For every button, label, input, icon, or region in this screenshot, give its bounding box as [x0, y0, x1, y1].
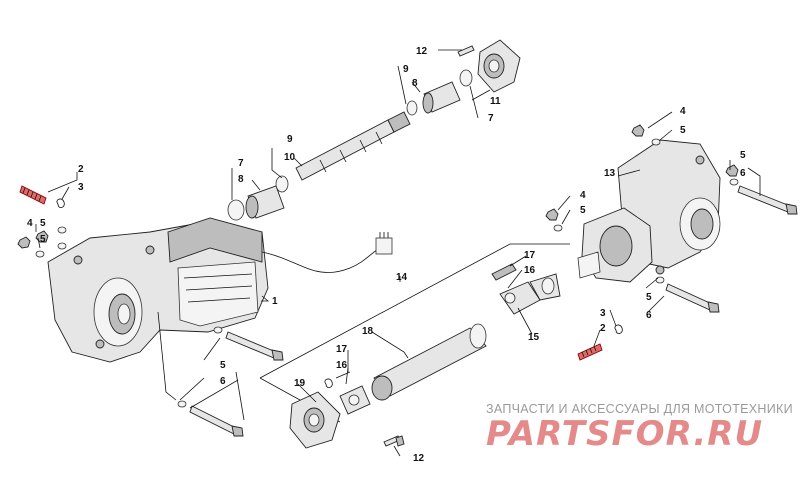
front-differential-housing [577, 139, 721, 283]
callout-8-top: 8 [412, 78, 418, 89]
callout-9-left: 9 [287, 134, 293, 145]
callout-labels: 1 2 3 4 5 5 7 8 9 10 12 9 8 11 7 4 5 13 … [27, 46, 746, 464]
diff-hardware-right [545, 124, 798, 313]
callout-13: 13 [604, 168, 616, 179]
clip-left [56, 198, 65, 208]
callout-6-right-low: 6 [646, 310, 652, 321]
callout-17-left: 17 [336, 344, 348, 355]
callout-12-bottom: 12 [413, 453, 425, 464]
callout-17-right: 17 [524, 250, 536, 261]
callout-6-far-right: 6 [740, 168, 746, 179]
vent-plug-right [577, 324, 623, 361]
callout-4-right-mid: 4 [580, 190, 586, 201]
callout-7-top: 7 [488, 113, 494, 124]
callout-10: 10 [284, 152, 296, 163]
callout-12-top: 12 [416, 46, 428, 57]
callout-19: 19 [294, 378, 306, 389]
upper-bearing-assembly [406, 39, 521, 116]
driveshaft-assembly [289, 263, 561, 449]
callout-5-far-right: 5 [740, 150, 746, 161]
callout-7-left: 7 [238, 158, 244, 169]
callout-5-left-b: 5 [40, 234, 46, 245]
callout-6-bottom: 6 [220, 376, 226, 387]
washer-set-left [17, 226, 67, 258]
watermark-logo: PARTSFOR.RU [486, 414, 764, 454]
callout-9-top: 9 [403, 64, 409, 75]
callout-2-left: 2 [78, 164, 84, 175]
transmission-housing [47, 217, 393, 363]
callout-5-bottom: 5 [220, 360, 226, 371]
callout-18: 18 [362, 326, 374, 337]
callout-2-right: 2 [600, 323, 606, 334]
callout-5-right-mid: 5 [580, 205, 586, 216]
callout-4-left: 4 [27, 218, 33, 229]
vent-plug-left [19, 185, 47, 205]
callout-5-left-a: 5 [40, 218, 46, 229]
watermark-tagline: ЗАПЧАСТИ И АКСЕССУАРЫ ДЛЯ МОТОТЕХНИКИ [486, 402, 793, 416]
bolts-transmission [177, 326, 284, 437]
callout-16-right: 16 [524, 265, 536, 276]
callout-1: 1 [272, 296, 278, 307]
callout-5-right-low: 5 [646, 292, 652, 303]
callout-3-right: 3 [600, 308, 606, 319]
leader-lines [35, 49, 761, 457]
callout-8-left: 8 [238, 174, 244, 185]
callout-14: 14 [396, 272, 408, 283]
driveshaft-group-outline [259, 243, 570, 379]
callout-15: 15 [528, 332, 540, 343]
callout-4-right-top: 4 [680, 106, 686, 117]
callout-5-right-top: 5 [680, 125, 686, 136]
callout-16-left: 16 [336, 360, 348, 371]
callout-11: 11 [490, 96, 501, 107]
callout-3-left: 3 [78, 182, 84, 193]
output-shaft-assembly [227, 111, 411, 221]
